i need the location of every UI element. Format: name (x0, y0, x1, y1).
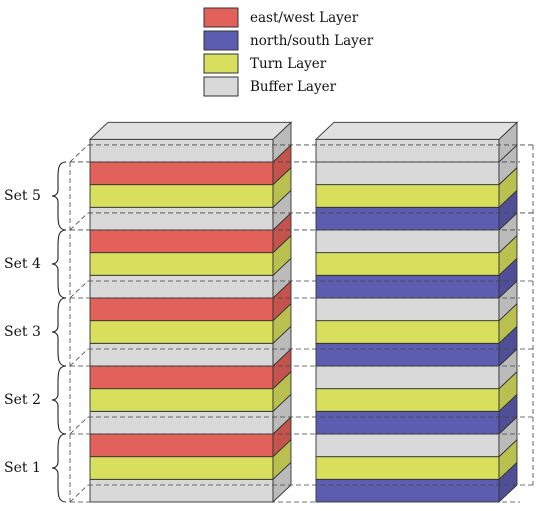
layer-ew (89, 347, 292, 390)
legend-swatch-ew (203, 7, 239, 28)
dashed-set-boxes (69, 144, 534, 503)
set-1-label: Set 1 (4, 460, 41, 476)
set-1-brace (51, 433, 67, 503)
layer-turn (315, 370, 518, 413)
set-4-label: Set 4 (4, 256, 41, 272)
set-labels: Set 5 Set 4 Set 3 Set 2 Set 1 (4, 161, 67, 503)
legend: east/west Layer north/south Layer Turn L… (203, 7, 374, 97)
set-5-label: Set 5 (4, 188, 41, 204)
layer-buffer (315, 347, 518, 390)
legend-label-buffer: Buffer Layer (250, 79, 337, 95)
legend-swatch-turn (203, 53, 239, 74)
legend-swatch-ns (203, 30, 239, 51)
set-3-label: Set 3 (4, 324, 41, 340)
right-stack-top-face (314, 121, 519, 140)
set-2: Set 2 (4, 365, 67, 435)
layer-turn (89, 370, 292, 413)
set-3-brace (51, 297, 67, 367)
legend-item-turn: Turn Layer (203, 53, 327, 74)
legend-item-ew: east/west Layer (203, 7, 359, 28)
set-2-brace (51, 365, 67, 435)
legend-label-ns: north/south Layer (250, 33, 374, 49)
set-3: Set 3 (4, 297, 67, 367)
layer-turn (89, 234, 292, 277)
legend-swatch-buffer (203, 76, 239, 97)
stacks (88, 121, 519, 504)
left-stack-top-face (88, 121, 293, 140)
set-1: Set 1 (4, 433, 67, 503)
layer-ew (89, 279, 292, 322)
layer-turn (89, 438, 292, 481)
layer-turn (315, 166, 518, 209)
layer-turn (89, 166, 292, 209)
set-5: Set 5 (4, 161, 67, 231)
set-2-label: Set 2 (4, 392, 41, 408)
set-4: Set 4 (4, 229, 67, 299)
legend-item-buffer: Buffer Layer (203, 76, 337, 97)
legend-item-ns: north/south Layer (203, 30, 374, 51)
right-stack (314, 121, 519, 504)
legend-label-ew: east/west Layer (250, 10, 359, 26)
layer-turn (89, 302, 292, 345)
set-4-brace (51, 229, 67, 299)
left-stack (88, 121, 293, 504)
layer-buffer (315, 415, 518, 458)
set-5-brace (51, 161, 67, 231)
legend-label-turn: Turn Layer (250, 56, 327, 72)
